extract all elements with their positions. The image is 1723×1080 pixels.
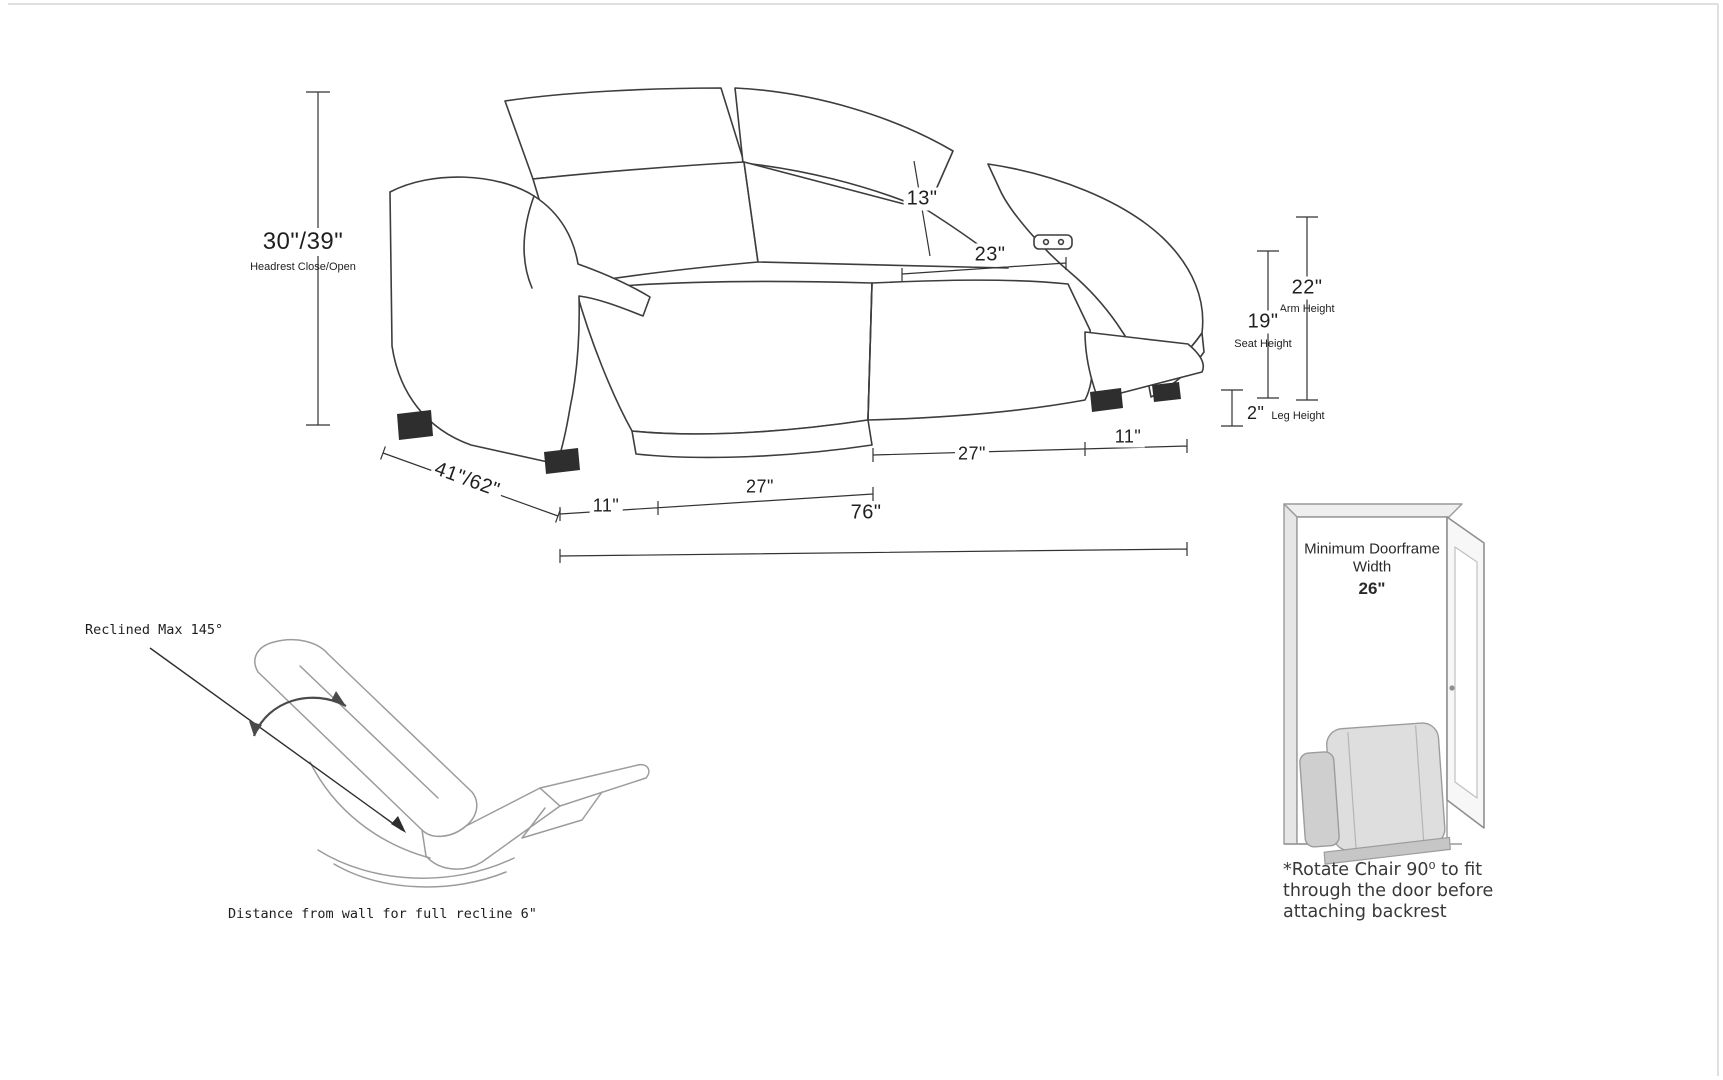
rotate-note: *Rotate Chair 90⁰ to fit through the doo… [1283,860,1493,923]
seat-height-caption: Seat Height [1234,338,1292,350]
total-width-label: 76" [847,501,885,525]
max-recline-label: Reclined Max 145° [85,622,224,638]
footrest-right [1084,331,1204,400]
dim-arm-height-line [1296,216,1318,401]
arm-height-label: 22" [1288,276,1326,300]
recliner-illustration [254,638,650,888]
recline-button-open [1042,238,1050,246]
doorway-chair-body [1326,722,1446,852]
dim-total-width-line [559,542,1188,563]
arm-segment-right-label: 11" [1111,426,1145,448]
arm-segment-left-label: 11" [589,495,623,517]
doorway-chair-side [1299,751,1340,848]
recliner-base [317,849,515,888]
back-width-label: 13" [903,187,941,211]
dim-seat-width-line [901,257,1067,281]
seat-right [867,279,1094,421]
headrest-height-label: 30"/39" [259,228,347,256]
rotate-note-line3: attaching backrest [1283,902,1447,922]
recliner-arm [309,761,431,859]
rotate-note-line1: *Rotate Chair 90⁰ to fit [1283,860,1483,880]
doorway-chair-seams [1347,725,1425,848]
rotate-note-line2: through the door before [1283,881,1494,901]
recline-arc-arrowhead-right [331,691,346,706]
doorway-chair-base [1323,836,1451,865]
doorway-chair [1299,722,1451,865]
footrest-left [631,419,873,459]
recline-arc-arrowhead-left [249,721,262,736]
seat-height-label: 19" [1244,310,1282,334]
recline-control [1033,234,1073,250]
headrest-right [734,87,954,211]
page-border [8,3,1719,1076]
door-frame-left [1283,503,1298,845]
recline-angle-line [149,647,403,831]
doorway-illustration [1283,503,1485,865]
recline-annotations [149,647,406,833]
door-frame-top [1283,503,1463,518]
sofa-feet [397,382,1181,474]
seat-segment-right-label: 27" [955,443,989,465]
recline-button-close [1057,238,1065,246]
arm-left-crease [523,195,535,289]
dim-right-segments-line [872,439,1188,462]
recliner-back [254,638,478,838]
dim-leg-height-line [1221,389,1243,427]
recline-angle-arrowhead [391,816,406,833]
seat-segment-left-label: 27" [743,476,777,498]
wall-distance-label: Distance from wall for full recline 6" [228,906,537,922]
leg-height-group: 2" Leg Height [1247,403,1325,424]
dim-left-segments-line [559,487,874,521]
recliner-back-crease [299,665,439,799]
seat-width-label: 23" [971,243,1009,267]
leg-height-caption: Leg Height [1271,410,1325,422]
recliner-seat [421,787,561,870]
seat-seam [867,282,873,421]
recliner-linkage [521,791,603,839]
headrest-height-caption: Headrest Close/Open [250,261,356,273]
leg-height-label: 2" [1247,403,1265,423]
door-leaf-panel [1454,546,1478,799]
recliner-footrest [539,763,650,807]
sofa-illustration [389,87,1205,474]
arm-height-caption: Arm Height [1279,303,1335,315]
doorframe-title-line1: Minimum Doorframe [1304,540,1440,558]
dim-headrest-height-line [306,91,330,426]
doorframe-width-value: 26" [1358,579,1386,598]
doorframe-title-line2: Width [1352,558,1392,576]
door-knob [1449,685,1455,691]
dimension-lines [306,91,1318,563]
backrest-right [743,161,1009,269]
